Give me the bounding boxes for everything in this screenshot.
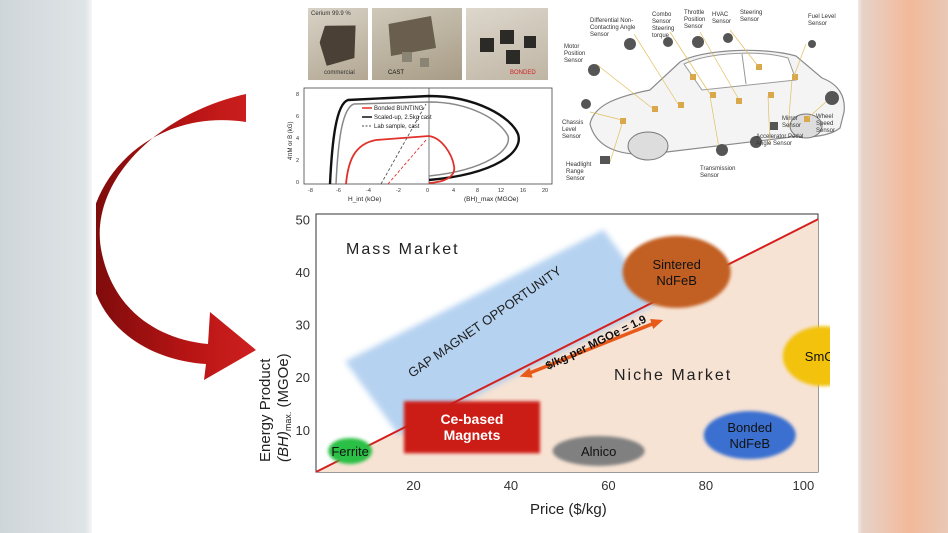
scaled-cast-curve — [328, 94, 520, 185]
bonded-photo: BONDED — [466, 8, 548, 80]
y-axis-label: Energy Product (BH)max. (MGOe) — [257, 353, 293, 462]
x-axis-label: Price ($/kg) — [530, 501, 607, 518]
bubble-alnico — [552, 435, 645, 466]
sensor-chassis: Chassis Level Sensor — [562, 120, 584, 140]
bh-tick: 12 — [498, 188, 504, 194]
x-tick-label: 40 — [504, 478, 518, 493]
y-tick-label: 30 — [296, 318, 310, 333]
sensor-differential: Differential Non-Contacting Angle Sensor — [590, 18, 636, 38]
y-tick: 8 — [296, 92, 299, 98]
y-tick: 4 — [296, 136, 299, 142]
label-sintered-ndfeb: NdFeB — [656, 273, 696, 288]
sensor-transmission: Transmission Sensor — [700, 166, 736, 179]
y-tick: 2 — [296, 158, 299, 164]
cast-label: CAST — [388, 70, 405, 76]
hyst-ylabel: 4πM or B (kG) — [288, 122, 294, 160]
red-curved-arrow — [96, 94, 256, 380]
legend-bonded: Bonded BUNTING — [374, 106, 424, 112]
car-sensor-figure: Combo Sensor Steering torque Throttle Po… — [560, 4, 852, 200]
y-tick: 0 — [296, 180, 299, 186]
slope-arrowhead-right — [650, 318, 664, 329]
x-tick-label: 20 — [406, 478, 420, 493]
bubble-ce-based-magnets — [403, 401, 540, 454]
label-bonded-ndfeb: NdFeB — [730, 436, 770, 451]
sensor-steering: Steering Sensor — [740, 10, 763, 23]
y-axis-label-line2: (BH)max. (MGOe) — [275, 353, 293, 462]
sensor-hvac: HVAC Sensor — [712, 12, 732, 25]
hysteresis-plot: Bonded BUNTING Scaled-up, 2.5kg cast Lab… — [286, 82, 556, 204]
h-tick: -4 — [366, 188, 371, 194]
y-tick-label: 20 — [296, 370, 310, 385]
x-tick-label: 60 — [601, 478, 615, 493]
h-tick: -8 — [308, 188, 313, 194]
sensor-motor: Motor Position Sensor — [564, 44, 586, 64]
gap-region-fill — [345, 229, 658, 436]
trend-line — [315, 218, 819, 473]
y-tick: 6 — [296, 114, 299, 120]
bubble-sintered-ndfeb — [622, 235, 731, 308]
sensor-headlight: Headlight Range Sensor — [566, 162, 592, 182]
sensor-fuel: Fuel Level Sensor — [808, 14, 836, 27]
bubble-bonded-ndfeb — [703, 411, 796, 460]
y-tick-label: 10 — [296, 423, 310, 438]
bubble-smco — [782, 326, 830, 387]
x-tick-label: 80 — [699, 478, 713, 493]
label-sintered-ndfeb: Sintered — [652, 257, 700, 272]
hyst-xlabel-left: H_int (kOe) — [348, 196, 381, 203]
bh-tick: 4 — [452, 188, 455, 194]
hyst-xlabel-right: (BH)_max (MGOe) — [464, 196, 519, 203]
h-tick: 0 — [426, 188, 429, 194]
label-alnico: Alnico — [581, 444, 616, 459]
cerium-label: Cerium 99.9 % — [311, 11, 351, 17]
bonded-curve — [345, 135, 456, 185]
legend-scaled: Scaled-up, 2.5kg cast — [374, 115, 432, 121]
cast-photo: CAST — [372, 8, 462, 80]
sensor-accelerator: Accelerator Pedal Angle Sensor — [756, 134, 804, 147]
label-bonded-ndfeb: Bonded — [727, 420, 772, 435]
commercial-label: commercial — [324, 70, 355, 76]
label-ce-based-magnets: Ce-based — [440, 411, 503, 427]
lab-sample-curve — [335, 101, 510, 185]
h-tick: -6 — [336, 188, 341, 194]
sensor-mirror: Mirror Sensor — [782, 116, 802, 129]
sensor-throttle: Throttle Position Sensor — [684, 10, 706, 30]
slope-arrow — [524, 320, 658, 377]
bh-tick: 16 — [520, 188, 526, 194]
label-ferrite: Ferrite — [331, 444, 369, 459]
region-mass-market: Mass Market — [346, 241, 460, 258]
legend-lab: Lab sample, cast — [374, 124, 420, 130]
bubble-ferrite — [328, 437, 373, 464]
sensor-combo: Combo Sensor Steering torque — [652, 12, 675, 39]
sensor-wheel: Wheel Speed Sensor — [816, 114, 836, 134]
label-smco: SmCo — [805, 349, 830, 364]
x-tick-label: 100 — [793, 478, 815, 493]
region-niche-market: Niche Market — [614, 367, 732, 384]
slope-arrowhead-left — [519, 367, 533, 378]
y-axis-label-line1: Energy Product — [257, 358, 274, 462]
bonded-label: BONDED — [510, 70, 536, 76]
bh-tick: 20 — [542, 188, 548, 194]
label-ce-based-magnets: Magnets — [444, 427, 501, 443]
h-tick: -2 — [396, 188, 401, 194]
cerium-photo: Cerium 99.9 % commercial — [308, 8, 368, 80]
y-tick-label: 50 — [296, 212, 310, 227]
bh-tick: 8 — [476, 188, 479, 194]
y-tick-label: 40 — [296, 265, 310, 280]
